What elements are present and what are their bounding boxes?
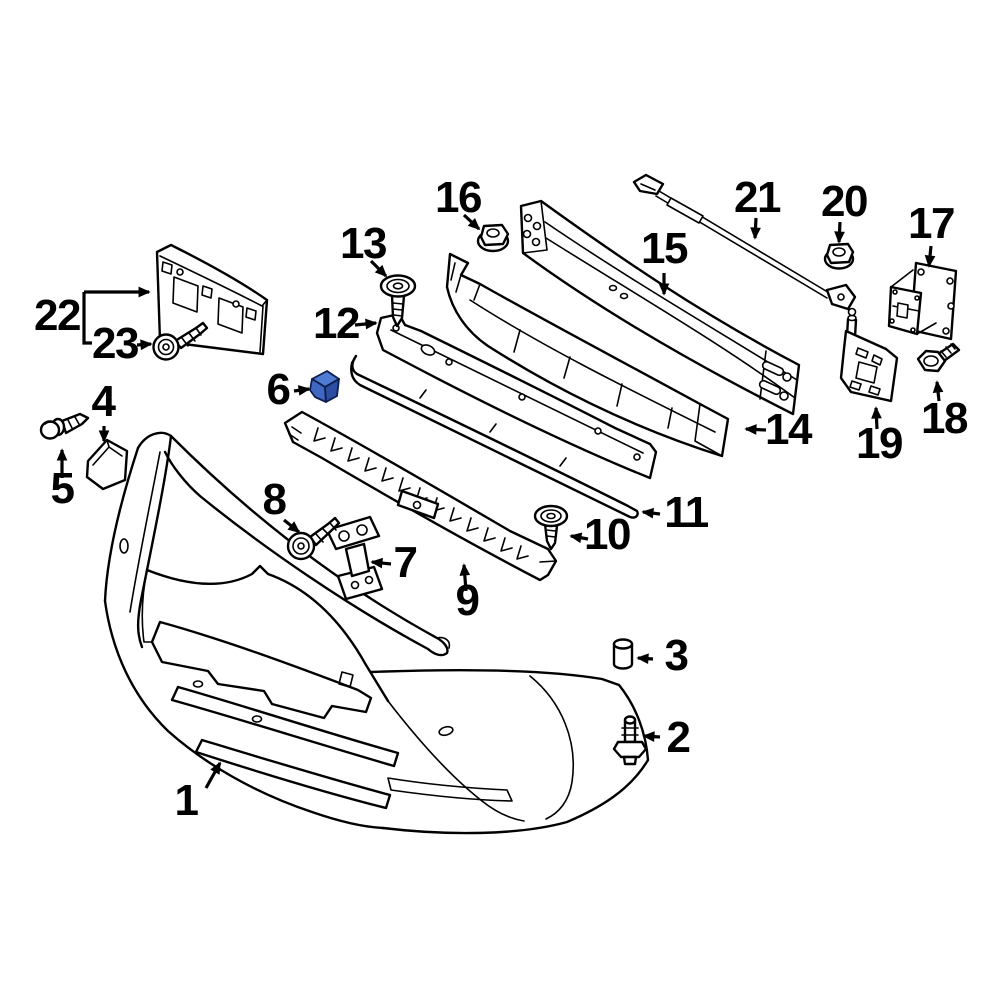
callout-16-label[interactable]: 16 <box>435 173 482 222</box>
part-21-stay-rod-drawing <box>632 173 857 311</box>
callout-14[interactable]: 14 <box>744 405 814 454</box>
callout-21[interactable]: 21 <box>734 173 782 240</box>
part-16-flange-nut-drawing <box>476 223 510 253</box>
part-17-extension-bracket-drawing <box>887 261 958 341</box>
callout-19-label[interactable]: 19 <box>856 419 903 468</box>
callout-15-label[interactable]: 15 <box>641 224 689 273</box>
part-3-spacer-drawing <box>612 638 634 670</box>
part-23-screw-drawing <box>152 321 209 361</box>
part-19-mount-bracket-drawing <box>839 307 899 403</box>
callout-13-label[interactable]: 13 <box>340 219 387 268</box>
callout-15[interactable]: 15 <box>641 224 689 296</box>
callout-9-label[interactable]: 9 <box>456 576 481 625</box>
callout-8-label[interactable]: 8 <box>263 475 289 524</box>
callout-20-label[interactable]: 20 <box>821 177 868 226</box>
part-6-clip-highlighted-drawing[interactable] <box>309 370 340 403</box>
callout-7[interactable]: 7 <box>370 538 419 587</box>
callout-22[interactable]: 22 <box>34 286 151 345</box>
callout-11[interactable]: 11 <box>641 488 710 537</box>
callout-10[interactable]: 10 <box>569 510 631 559</box>
part-1-bumper-cover-drawing <box>103 431 650 835</box>
callout-11-label[interactable]: 11 <box>664 488 710 537</box>
callout-17-label[interactable]: 17 <box>908 199 955 248</box>
clip-front-face[interactable] <box>324 378 340 403</box>
callout-18[interactable]: 18 <box>921 380 969 443</box>
callout-7-label[interactable]: 7 <box>394 538 419 587</box>
part-8-screw-drawing <box>286 516 341 561</box>
callout-2-label[interactable]: 2 <box>667 713 692 762</box>
part-7-center-bracket-drawing <box>325 515 384 601</box>
callout-19[interactable]: 19 <box>856 406 903 468</box>
callout-3-label[interactable]: 3 <box>665 631 690 680</box>
part-5-bolt-drawing <box>39 412 90 440</box>
callout-6-label[interactable]: 6 <box>267 365 292 414</box>
callout-6[interactable]: 6 <box>267 365 311 414</box>
part-13-screw-drawing <box>379 274 417 328</box>
callout-9[interactable]: 9 <box>456 563 481 625</box>
part-20-flange-nut-drawing <box>823 242 855 270</box>
callout-13[interactable]: 13 <box>340 219 387 278</box>
callout-5-label[interactable]: 5 <box>51 464 77 513</box>
part-4-cushion-pad-drawing <box>85 438 129 491</box>
part-12-sight-shield-panel-drawing <box>375 312 658 480</box>
callout-2[interactable]: 2 <box>642 713 692 762</box>
part-22-license-bracket-drawing <box>155 243 269 356</box>
callout-12[interactable]: 12 <box>313 299 378 348</box>
callout-21-label[interactable]: 21 <box>734 173 782 222</box>
callout-8[interactable]: 8 <box>263 475 301 534</box>
part-15-impact-bar-drawing <box>519 199 801 416</box>
callout-1-label[interactable]: 1 <box>175 776 201 825</box>
part-2-pushpin-bolt-drawing <box>612 715 648 766</box>
callout-20[interactable]: 20 <box>821 177 868 244</box>
callout-5[interactable]: 5 <box>51 448 77 513</box>
callout-4-label[interactable]: 4 <box>92 377 119 426</box>
callout-4[interactable]: 4 <box>92 377 119 443</box>
callout-10-label[interactable]: 10 <box>584 510 631 559</box>
callout-3[interactable]: 3 <box>636 631 690 680</box>
part-9-lower-absorber-drawing <box>283 410 558 582</box>
callout-12-label[interactable]: 12 <box>313 299 360 348</box>
callout-14-label[interactable]: 14 <box>765 405 814 454</box>
callout-17[interactable]: 17 <box>908 199 955 268</box>
callout-22-label[interactable]: 22 <box>34 291 81 340</box>
part-10-screw-drawing <box>533 504 569 551</box>
callout-16[interactable]: 16 <box>435 173 482 231</box>
callout-1[interactable]: 1 <box>175 761 222 825</box>
callout-23[interactable]: 23 <box>92 319 153 368</box>
callout-18-label[interactable]: 18 <box>921 394 969 443</box>
part-14-energy-absorber-drawing <box>445 252 730 458</box>
callout-23-label[interactable]: 23 <box>92 319 139 368</box>
part-18-bolt-drawing <box>916 342 961 373</box>
part-11-bumper-stiffener-drawing <box>350 354 639 519</box>
